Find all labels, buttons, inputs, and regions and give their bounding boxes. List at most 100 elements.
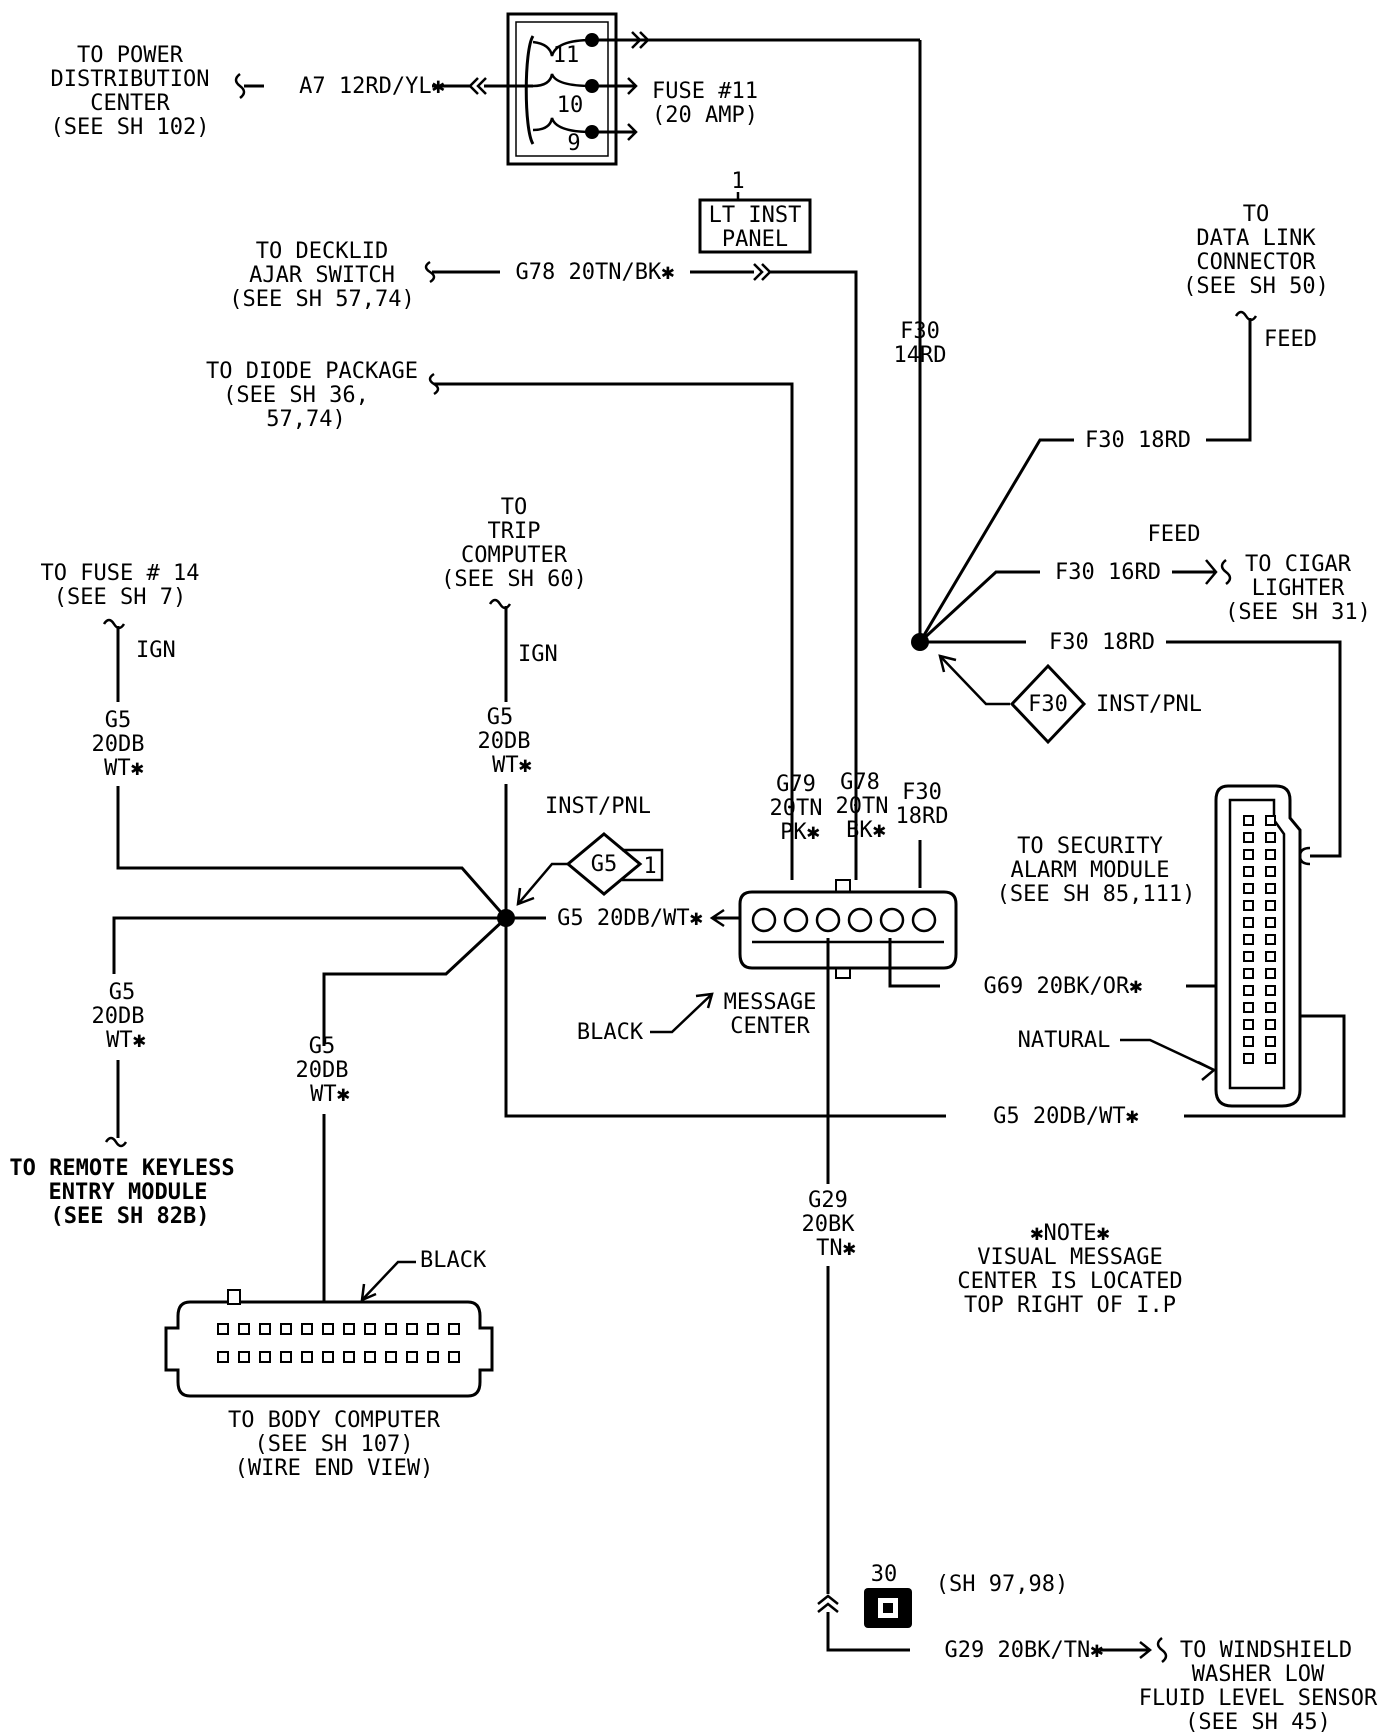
g5-bottom-wire: G5 20DB/WT✱	[993, 1104, 1139, 1129]
cigar-label-3: (SEE SH 31)	[1225, 600, 1371, 625]
body-computer-connector	[164, 1289, 494, 1398]
security-pin	[1243, 1053, 1254, 1064]
diode-label-3: 57,74)	[266, 407, 345, 432]
trip-wire-3: WT✱	[492, 753, 532, 778]
body-computer-pin	[238, 1351, 250, 1363]
fuse14-wire-2: 20DB	[92, 732, 145, 757]
f30-diamond-label: F30	[1028, 692, 1068, 717]
message-center-pin	[911, 907, 937, 933]
g79-label-3: PK✱	[780, 820, 820, 845]
g78-label-3: BK✱	[846, 818, 886, 843]
body-label-2: (SEE SH 107)	[255, 1432, 414, 1457]
fuse14-wire-3: WT✱	[104, 756, 144, 781]
security-pin	[1265, 934, 1276, 945]
security-pin	[1243, 849, 1254, 860]
security-connector	[1214, 784, 1302, 1108]
f30-18rd-security: F30 18RD	[1049, 630, 1155, 655]
body-computer-pin	[448, 1323, 460, 1335]
trip-label-4: (SEE SH 60)	[441, 567, 587, 592]
fuse-cavity-9: 9	[567, 131, 580, 156]
security-pin	[1265, 1002, 1276, 1013]
security-color-label: NATURAL	[1018, 1028, 1111, 1053]
data-link-label-1: TO	[1243, 202, 1270, 227]
g69-wire-label: G69 20BK/OR✱	[984, 974, 1143, 999]
body-computer-pin	[406, 1323, 418, 1335]
g5-inst-pnl: INST/PNL	[545, 794, 651, 819]
trip-wire-1: G5	[487, 705, 514, 730]
message-center-group: G79 20TN PK✱ G78 20TN BK✱ F30 18RD G69 2…	[577, 770, 1248, 1184]
msg-label-2: CENTER	[730, 1014, 810, 1039]
security-pin	[1265, 900, 1276, 911]
body-computer-pin	[364, 1351, 376, 1363]
ground-number: 30	[871, 1562, 898, 1587]
security-pin	[1243, 968, 1254, 979]
g78-label-2: 20TN	[836, 794, 889, 819]
g79-label-1: G79	[776, 772, 816, 797]
data-link-label-4: (SEE SH 50)	[1183, 274, 1329, 299]
trip-ign: IGN	[518, 642, 558, 667]
body-computer-pin	[280, 1351, 292, 1363]
body-computer-pin	[448, 1351, 460, 1363]
trip-wire-2: 20DB	[478, 729, 531, 754]
ground-symbol	[864, 1588, 912, 1628]
fuse14-ign: IGN	[136, 638, 176, 663]
g79-label-2: 20TN	[770, 796, 823, 821]
message-center-pin	[815, 907, 841, 933]
security-pin	[1265, 1019, 1276, 1030]
decklid-label-3: (SEE SH 57,74)	[229, 287, 414, 312]
fuse14-wire-1: G5	[105, 708, 132, 733]
security-pin	[1265, 866, 1276, 877]
decklid-label-1: TO DECKLID	[256, 239, 388, 264]
fuse-block: 11 10 9 A7 12RD/YL✱ TO POWER DISTRIBUTIO…	[51, 12, 920, 166]
f30-branches: F30 18RD FEED F30 16RD TO CIGAR LIGHTER …	[911, 428, 1371, 866]
body-computer-pin	[280, 1323, 292, 1335]
decklid-circuit: 1 LT INST PANEL G78 20TN/BK✱ TO DECKLID …	[229, 169, 858, 880]
security-pin	[1243, 934, 1254, 945]
g29-label-2: 20BK	[802, 1212, 856, 1237]
g29-group: G29 20BK TN✱ G29 20BK/TN✱ TO WINDSHIELD …	[802, 1188, 1378, 1735]
note-line-2: VISUAL MESSAGE	[977, 1245, 1162, 1270]
message-center-pin	[751, 907, 777, 933]
body-computer-pin	[238, 1323, 250, 1335]
body-label-1: TO BODY COMPUTER	[228, 1408, 441, 1433]
remote-label-3: (SEE SH 82B)	[51, 1204, 210, 1229]
lt-inst-panel-box	[698, 198, 812, 254]
security-pin	[1243, 917, 1254, 928]
lt-inst-label-1: LT INST	[709, 203, 802, 228]
g78-label-1: G78	[840, 770, 880, 795]
security-pin	[1265, 968, 1276, 979]
security-pin	[1243, 1019, 1254, 1030]
body-computer-pin	[322, 1323, 334, 1335]
f30-18rd-upper: F30 18RD	[1085, 428, 1191, 453]
lt-inst-splice-ref: 1	[731, 169, 744, 194]
security-pin	[1243, 951, 1254, 962]
security-pin	[1243, 1036, 1254, 1047]
f30-msg-label-1: F30	[902, 780, 942, 805]
fuse-11-label: FUSE #11	[652, 79, 758, 104]
trip-label-2: TRIP	[488, 519, 541, 544]
g29-label-1: G29	[808, 1188, 848, 1213]
body-computer-pin	[364, 1323, 376, 1335]
remote-label-2: ENTRY MODULE	[49, 1180, 208, 1205]
msg-color-label: BLACK	[577, 1020, 644, 1045]
fuse-cavity-10: 10	[557, 93, 584, 118]
remote-circuit: G5 20DB WT✱ TO REMOTE KEYLESS ENTRY MODU…	[9, 916, 506, 1229]
body-computer-pin	[217, 1351, 229, 1363]
washer-label-3: FLUID LEVEL SENSOR	[1139, 1686, 1378, 1711]
security-pin	[1265, 883, 1276, 894]
body-computer-pin	[385, 1323, 397, 1335]
washer-label-1: TO WINDSHIELD	[1180, 1638, 1352, 1663]
data-link-label-3: CONNECTOR	[1196, 250, 1316, 275]
f30-diamond	[1009, 663, 1087, 745]
decklid-label-2: AJAR SWITCH	[249, 263, 395, 288]
lt-inst-label-2: PANEL	[722, 227, 788, 252]
security-pin	[1265, 951, 1276, 962]
body-computer-pin	[406, 1351, 418, 1363]
security-label-2: ALARM MODULE	[1011, 858, 1170, 883]
cigar-feed-label: FEED	[1148, 522, 1201, 547]
security-pin	[1265, 849, 1276, 860]
body-color-label: BLACK	[420, 1248, 487, 1273]
message-center-pin	[879, 907, 905, 933]
trip-circuit: TO TRIP COMPUTER (SEE SH 60) IGN G5 20DB…	[441, 495, 587, 918]
diode-label-2: (SEE SH 36,	[223, 383, 369, 408]
